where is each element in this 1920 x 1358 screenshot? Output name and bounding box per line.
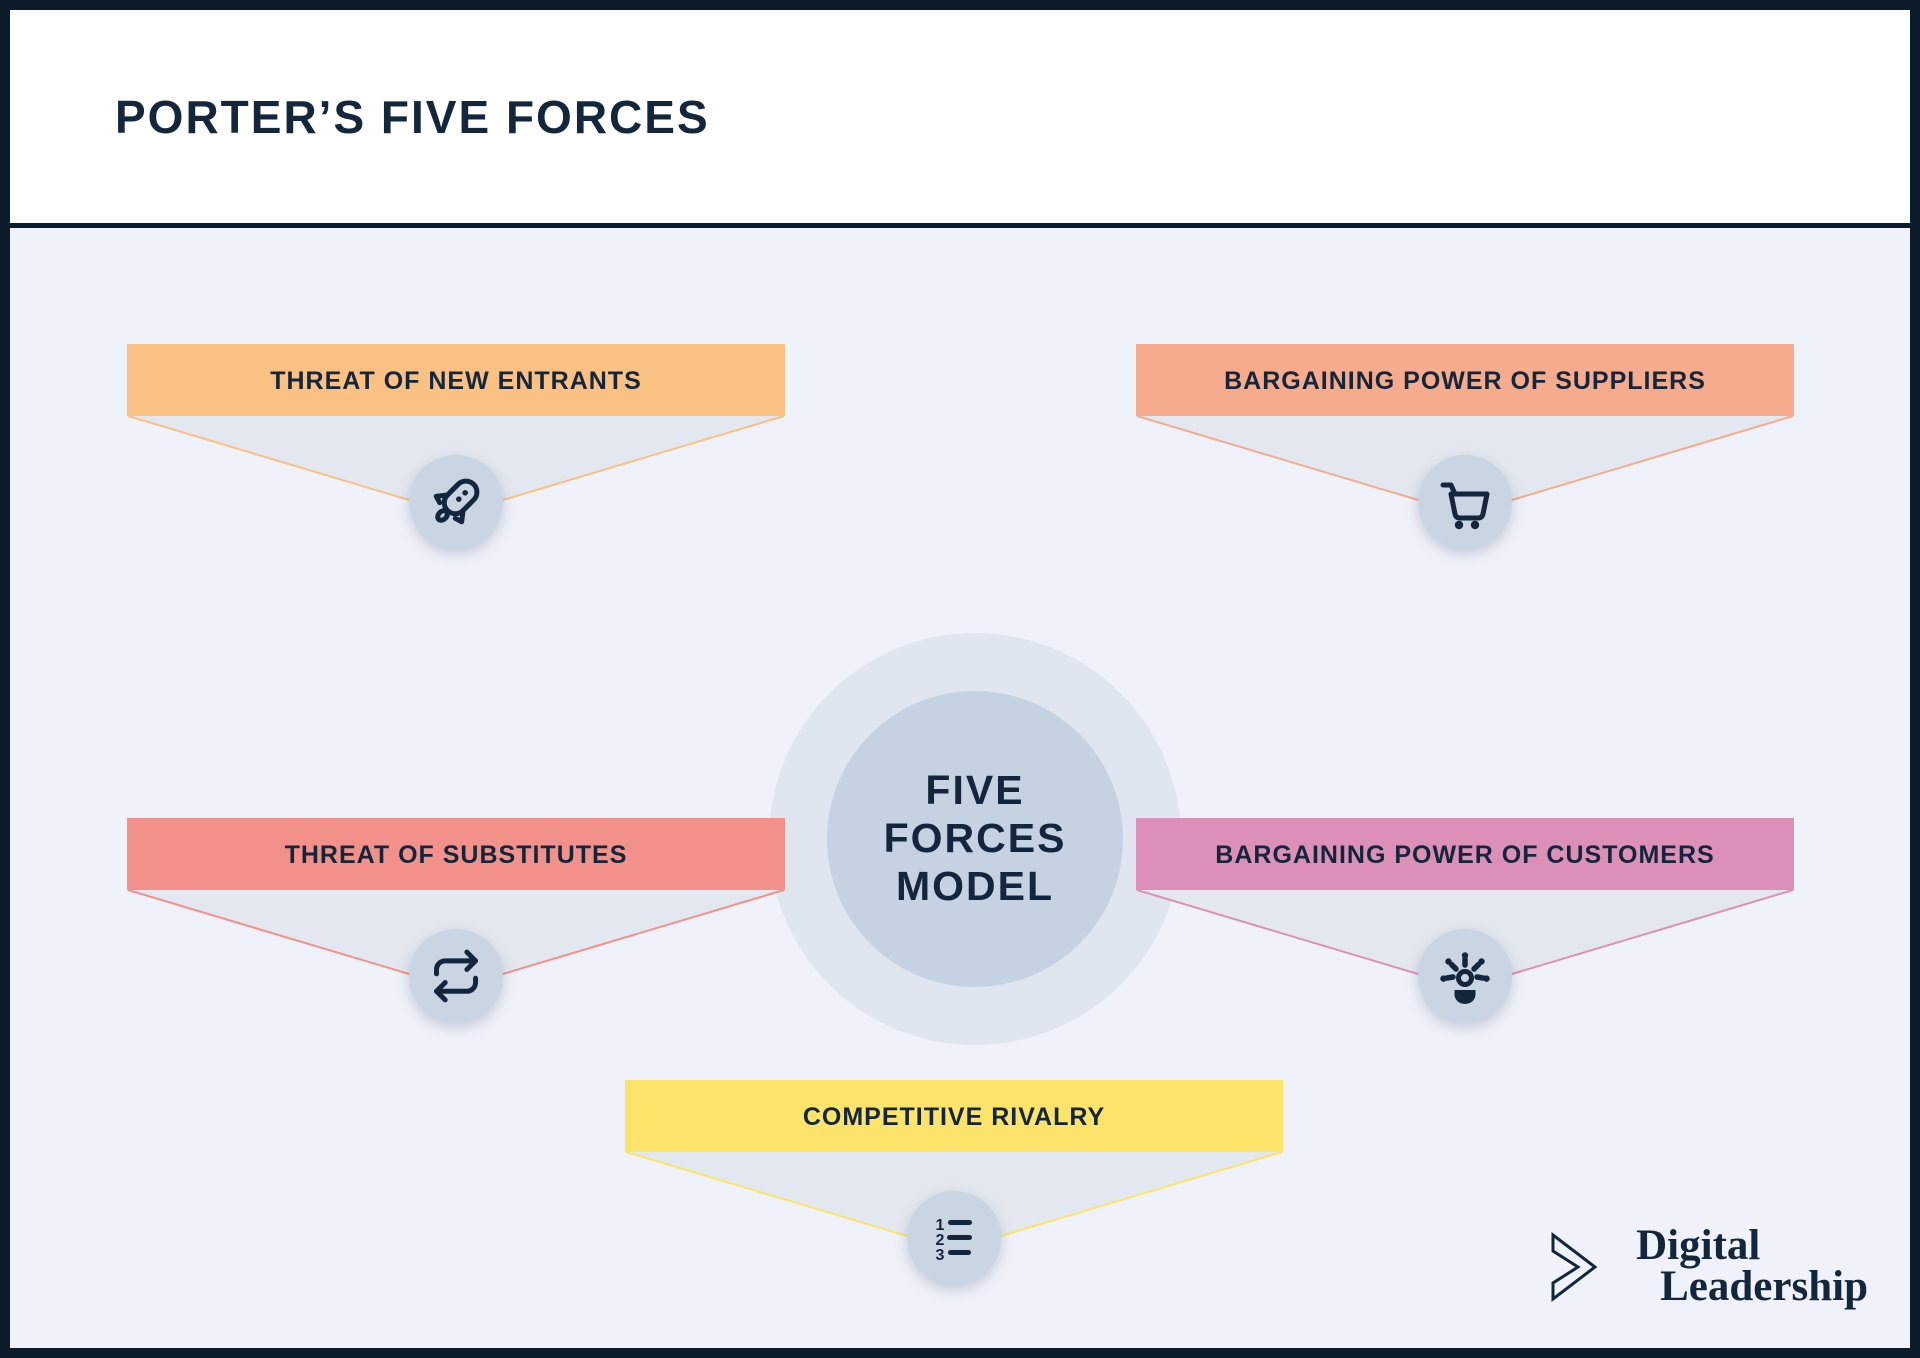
center-circle-outer: FIVE FORCES MODEL [769, 633, 1181, 1045]
force-threat-of-new-entrants: THREAT OF NEW ENTRANTS [127, 344, 785, 549]
force-threat-of-substitutes: THREAT OF SUBSTITUTES [127, 818, 785, 1023]
funnel-edge [625, 1151, 955, 1251]
icon-bubble [409, 455, 503, 549]
chevron-logo-icon [1551, 1232, 1598, 1303]
header: PORTER’S FIVE FORCES [10, 10, 1910, 223]
force-banner-label: COMPETITIVE RIVALRY [803, 1103, 1105, 1131]
funnel-edge [455, 415, 785, 515]
svg-text:1: 1 [936, 1217, 945, 1234]
funnel-edge [127, 415, 457, 515]
rocket-icon [433, 478, 480, 525]
force-competitive-rivalry: COMPETITIVE RIVALRY 1 2 3 [625, 1080, 1283, 1285]
force-banner [127, 818, 785, 890]
funnel-edge [127, 889, 457, 989]
funnel-edge [1136, 889, 1466, 989]
icon-bubble [409, 929, 503, 1023]
repeat-icon [434, 949, 479, 1003]
center-circle-inner: FIVE FORCES MODEL [827, 691, 1123, 987]
force-banner [1136, 818, 1794, 890]
force-banner [625, 1080, 1283, 1152]
shopping-cart-icon [1440, 482, 1490, 530]
center-label-line: FIVE [925, 767, 1025, 814]
force-banner-label: THREAT OF SUBSTITUTES [285, 841, 628, 869]
funnel-edge [1136, 415, 1466, 515]
logo-text: Digital Leadership [1636, 1222, 1868, 1311]
force-banner [1136, 344, 1794, 416]
center-label: FIVE FORCES MODEL [884, 767, 1067, 911]
page-title: PORTER’S FIVE FORCES [115, 90, 710, 143]
header-divider [10, 223, 1910, 228]
funnel-edge [455, 889, 785, 989]
logo-line1: Digital [1636, 1222, 1761, 1270]
force-banner-label: BARGAINING POWER OF SUPPLIERS [1224, 367, 1706, 395]
funnel-edge [1464, 415, 1794, 515]
icon-bubble [1418, 929, 1512, 1023]
funnel-edge [953, 1151, 1283, 1251]
svg-text:3: 3 [936, 1247, 945, 1264]
center-label-line: FORCES [883, 815, 1067, 862]
customer-influence-icon [1440, 952, 1490, 1004]
force-banner-label: BARGAINING POWER OF CUSTOMERS [1215, 841, 1714, 869]
force-bargaining-power-of-customers: BARGAINING POWER OF CUSTOMERS [1136, 818, 1794, 1023]
force-banner-label: THREAT OF NEW ENTRANTS [270, 367, 642, 395]
center-label-line: MODEL [895, 862, 1055, 909]
force-bargaining-power-of-suppliers: BARGAINING POWER OF SUPPLIERS [1136, 344, 1794, 549]
icon-bubble [1418, 455, 1512, 549]
funnel-edge [1464, 889, 1794, 989]
svg-text:2: 2 [936, 1232, 945, 1249]
digital-leadership-logo: Digital Leadership [1548, 1222, 1868, 1311]
force-banner [127, 344, 785, 416]
logo-line2: Leadership [1660, 1263, 1868, 1311]
numbered-list-icon: 1 2 3 [936, 1217, 972, 1264]
